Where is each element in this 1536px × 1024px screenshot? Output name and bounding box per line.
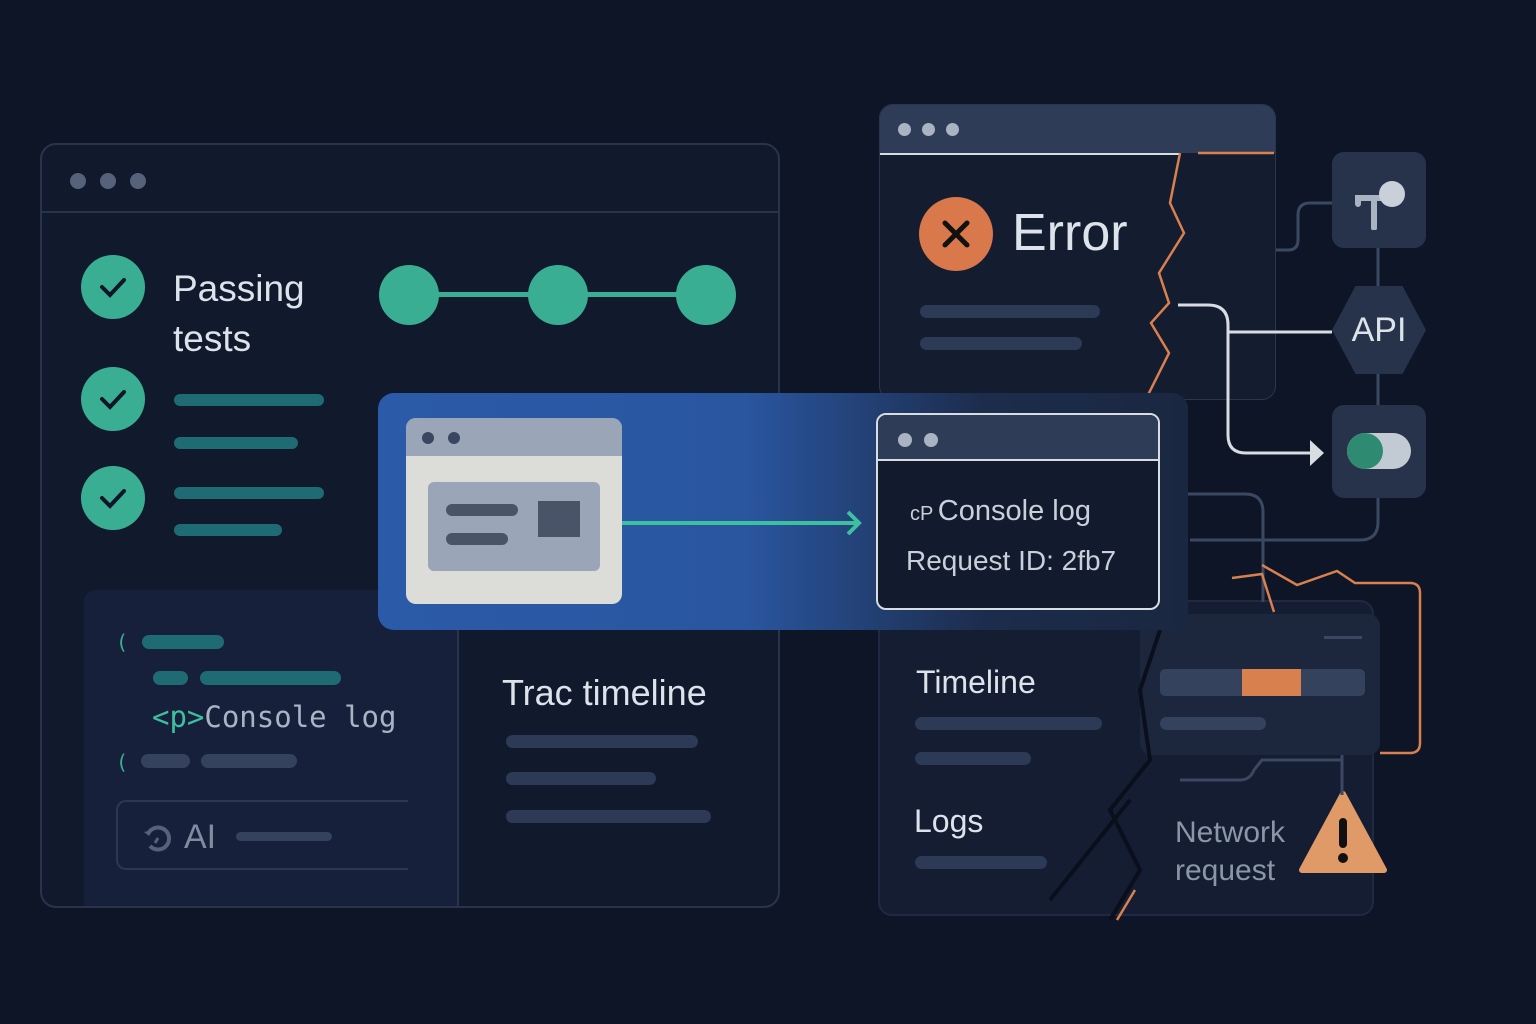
toggle-switch[interactable]	[1347, 433, 1411, 469]
pipeline-node	[379, 265, 439, 325]
text-placeholder	[915, 752, 1031, 765]
titlebar-divider	[42, 211, 778, 213]
warning-icon	[1298, 790, 1388, 881]
console-title: Console log	[937, 495, 1091, 527]
ai-input[interactable]: AI	[116, 800, 408, 870]
ai-label: AI	[184, 818, 217, 856]
error-titlebar	[880, 105, 1275, 153]
api-label: API	[1351, 310, 1407, 349]
console-titlebar	[878, 415, 1158, 461]
logs-label: Logs	[914, 803, 984, 839]
text-placeholder	[174, 524, 282, 536]
code-placeholder	[201, 754, 297, 768]
text-placeholder	[506, 735, 698, 748]
toggle-tile	[1332, 405, 1426, 498]
check-icon	[81, 466, 145, 530]
code-placeholder	[142, 635, 224, 649]
pipeline-node	[528, 265, 588, 325]
network-request-label: Network request	[1175, 816, 1286, 887]
p-tag: <p>	[152, 700, 205, 734]
code-bracket: (	[116, 750, 129, 774]
error-title: Error	[1012, 204, 1128, 262]
check-icon	[81, 367, 145, 431]
text-placeholder	[1160, 717, 1266, 730]
ai-refresh-icon	[142, 822, 174, 859]
image-placeholder	[538, 501, 580, 537]
content-placeholder	[446, 504, 518, 516]
pipe-icon	[1355, 181, 1405, 230]
minimize-line	[1324, 636, 1362, 639]
connector-line	[1180, 492, 1380, 602]
browser-titlebar	[406, 418, 622, 456]
timeline-track	[1160, 669, 1365, 696]
connector-line	[1180, 755, 1344, 795]
console-title-row: cP Console log	[910, 495, 1091, 528]
browser-card	[406, 418, 622, 604]
window-dot	[448, 432, 460, 444]
git-branch-tile	[1332, 152, 1426, 248]
crack-orange	[1115, 151, 1422, 921]
tag-icon: cP	[910, 503, 934, 525]
text-placeholder	[174, 394, 324, 406]
timeline-label: Timeline	[916, 664, 1036, 700]
text-placeholder	[915, 856, 1047, 869]
text-placeholder	[506, 810, 711, 823]
console-log-line: <p>Console log	[152, 700, 396, 734]
input-placeholder	[236, 832, 332, 841]
timeline-highlight	[1242, 669, 1302, 696]
text-placeholder	[506, 772, 656, 785]
code-placeholder	[153, 671, 188, 685]
passing-tests-label: Passing tests	[173, 268, 305, 359]
text-placeholder	[174, 487, 324, 499]
connector-line	[1178, 303, 1311, 455]
console-card: cP Console log Request ID: 2fb7	[876, 413, 1160, 610]
titlebar-border	[880, 153, 1180, 155]
check-icon	[81, 255, 145, 319]
window-dot	[946, 123, 959, 136]
arrow-right-icon	[622, 510, 862, 536]
text-placeholder	[915, 717, 1102, 730]
error-x-icon	[919, 197, 993, 271]
panel-divider	[457, 630, 459, 906]
browser-content	[428, 482, 600, 571]
window-dot	[898, 123, 911, 136]
request-id: Request ID: 2fb7	[906, 545, 1117, 576]
window-dot	[924, 433, 938, 447]
text-placeholder	[920, 337, 1082, 350]
window-dot	[898, 433, 912, 447]
window-dot	[70, 173, 86, 189]
console-text: Console log	[204, 700, 397, 734]
crack-dark	[1048, 629, 1162, 922]
timeline-subpanel	[1140, 614, 1380, 755]
connector-line	[1276, 201, 1332, 252]
code-placeholder	[200, 671, 341, 685]
window-dot	[422, 432, 434, 444]
content-placeholder	[446, 533, 508, 545]
text-placeholder	[920, 305, 1100, 318]
window-dot	[100, 173, 116, 189]
arrowhead	[1310, 440, 1324, 466]
text-placeholder	[174, 437, 298, 449]
window-dot	[922, 123, 935, 136]
window-dot	[130, 173, 146, 189]
toggle-knob	[1347, 433, 1383, 469]
trace-timeline-title: Trac timeline	[502, 672, 707, 713]
pipeline-node	[676, 265, 736, 325]
code-bracket: (	[116, 630, 129, 654]
code-placeholder	[141, 754, 190, 768]
